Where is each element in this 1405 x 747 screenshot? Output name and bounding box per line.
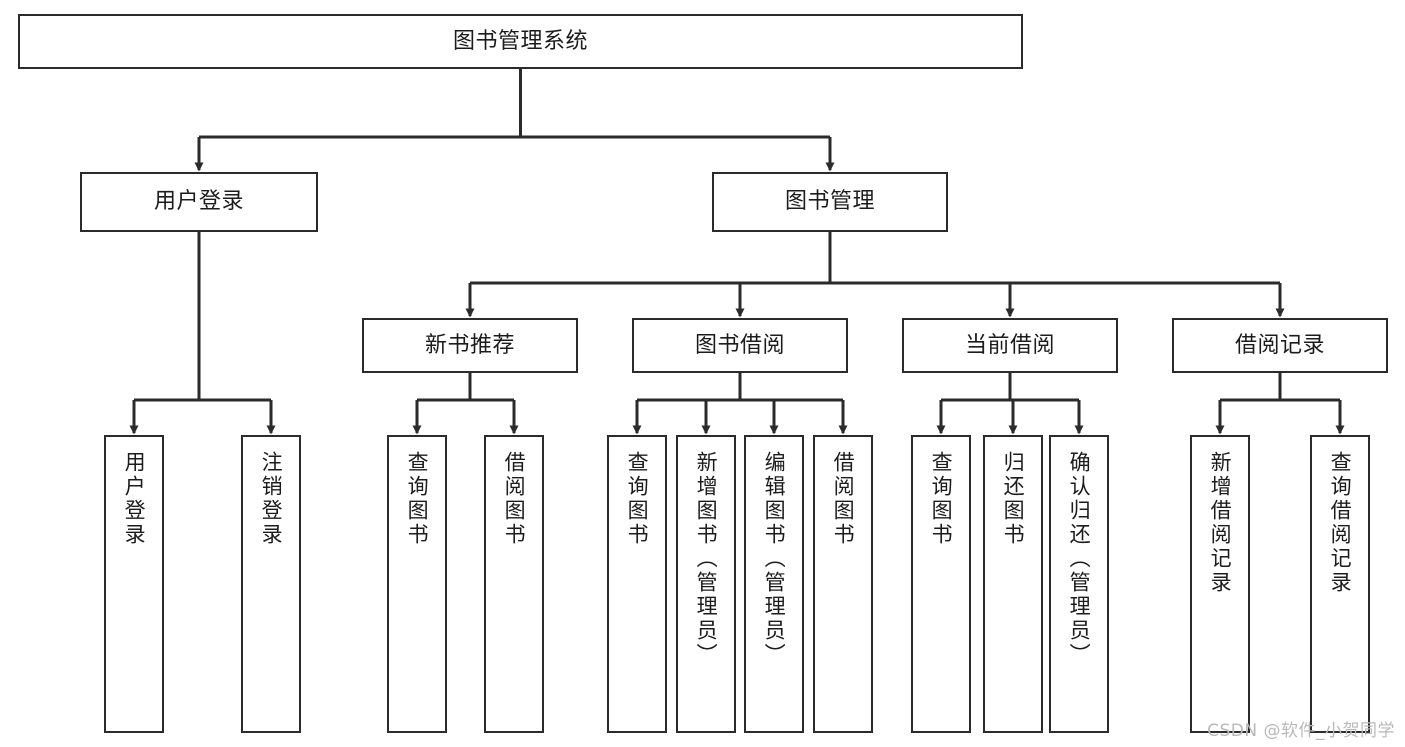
node-label: 借阅记录 bbox=[1234, 332, 1325, 358]
leaf-node[interactable]: 查询借阅记录 bbox=[1310, 435, 1370, 733]
node-label: 图书借阅 bbox=[694, 332, 785, 358]
branch-node[interactable]: 当前借阅 bbox=[902, 318, 1118, 373]
leaf-node[interactable]: 查询图书 bbox=[387, 435, 447, 733]
csdn-watermark: CSDN @软件_小贺同学 bbox=[1207, 721, 1395, 741]
leaf-node[interactable]: 查询图书 bbox=[607, 435, 667, 733]
node-label: 新书推荐 bbox=[424, 332, 515, 358]
branch-node[interactable]: 图书管理 bbox=[712, 172, 948, 232]
node-label: 编辑图书（管理员） bbox=[762, 451, 787, 667]
node-label: 新增借阅记录 bbox=[1208, 451, 1233, 595]
node-label: 查询图书 bbox=[625, 451, 650, 547]
node-label: 查询借阅记录 bbox=[1328, 451, 1353, 595]
node-label: 借阅图书 bbox=[831, 451, 856, 547]
branch-node[interactable]: 用户登录 bbox=[80, 172, 318, 232]
node-label: 查询图书 bbox=[405, 451, 430, 547]
branch-node[interactable]: 借阅记录 bbox=[1172, 318, 1388, 373]
leaf-node[interactable]: 确认归还（管理员） bbox=[1049, 435, 1109, 733]
node-label: 确认归还（管理员） bbox=[1067, 451, 1092, 667]
root-node[interactable]: 图书管理系统 bbox=[18, 14, 1023, 69]
branch-node[interactable]: 图书借阅 bbox=[632, 318, 848, 373]
leaf-node[interactable]: 归还图书 bbox=[983, 435, 1043, 733]
node-label: 新增图书（管理员） bbox=[694, 451, 719, 667]
node-label: 注销登录 bbox=[259, 451, 284, 547]
node-label: 借阅图书 bbox=[502, 451, 527, 547]
node-label: 归还图书 bbox=[1001, 451, 1026, 547]
leaf-node[interactable]: 新增借阅记录 bbox=[1190, 435, 1250, 733]
leaf-node[interactable]: 新增图书（管理员） bbox=[676, 435, 736, 733]
leaf-node[interactable]: 注销登录 bbox=[241, 435, 301, 733]
node-label: 用户登录 bbox=[153, 189, 244, 215]
node-label: 用户登录 bbox=[122, 451, 147, 547]
leaf-node[interactable]: 借阅图书 bbox=[813, 435, 873, 733]
node-label: 查询图书 bbox=[929, 451, 954, 547]
leaf-node[interactable]: 借阅图书 bbox=[484, 435, 544, 733]
leaf-node[interactable]: 编辑图书（管理员） bbox=[744, 435, 804, 733]
leaf-node[interactable]: 用户登录 bbox=[104, 435, 164, 733]
branch-node[interactable]: 新书推荐 bbox=[362, 318, 578, 373]
node-label: 当前借阅 bbox=[964, 332, 1055, 358]
node-label: 图书管理系统 bbox=[452, 28, 588, 54]
node-label: 图书管理 bbox=[784, 189, 875, 215]
leaf-node[interactable]: 查询图书 bbox=[911, 435, 971, 733]
